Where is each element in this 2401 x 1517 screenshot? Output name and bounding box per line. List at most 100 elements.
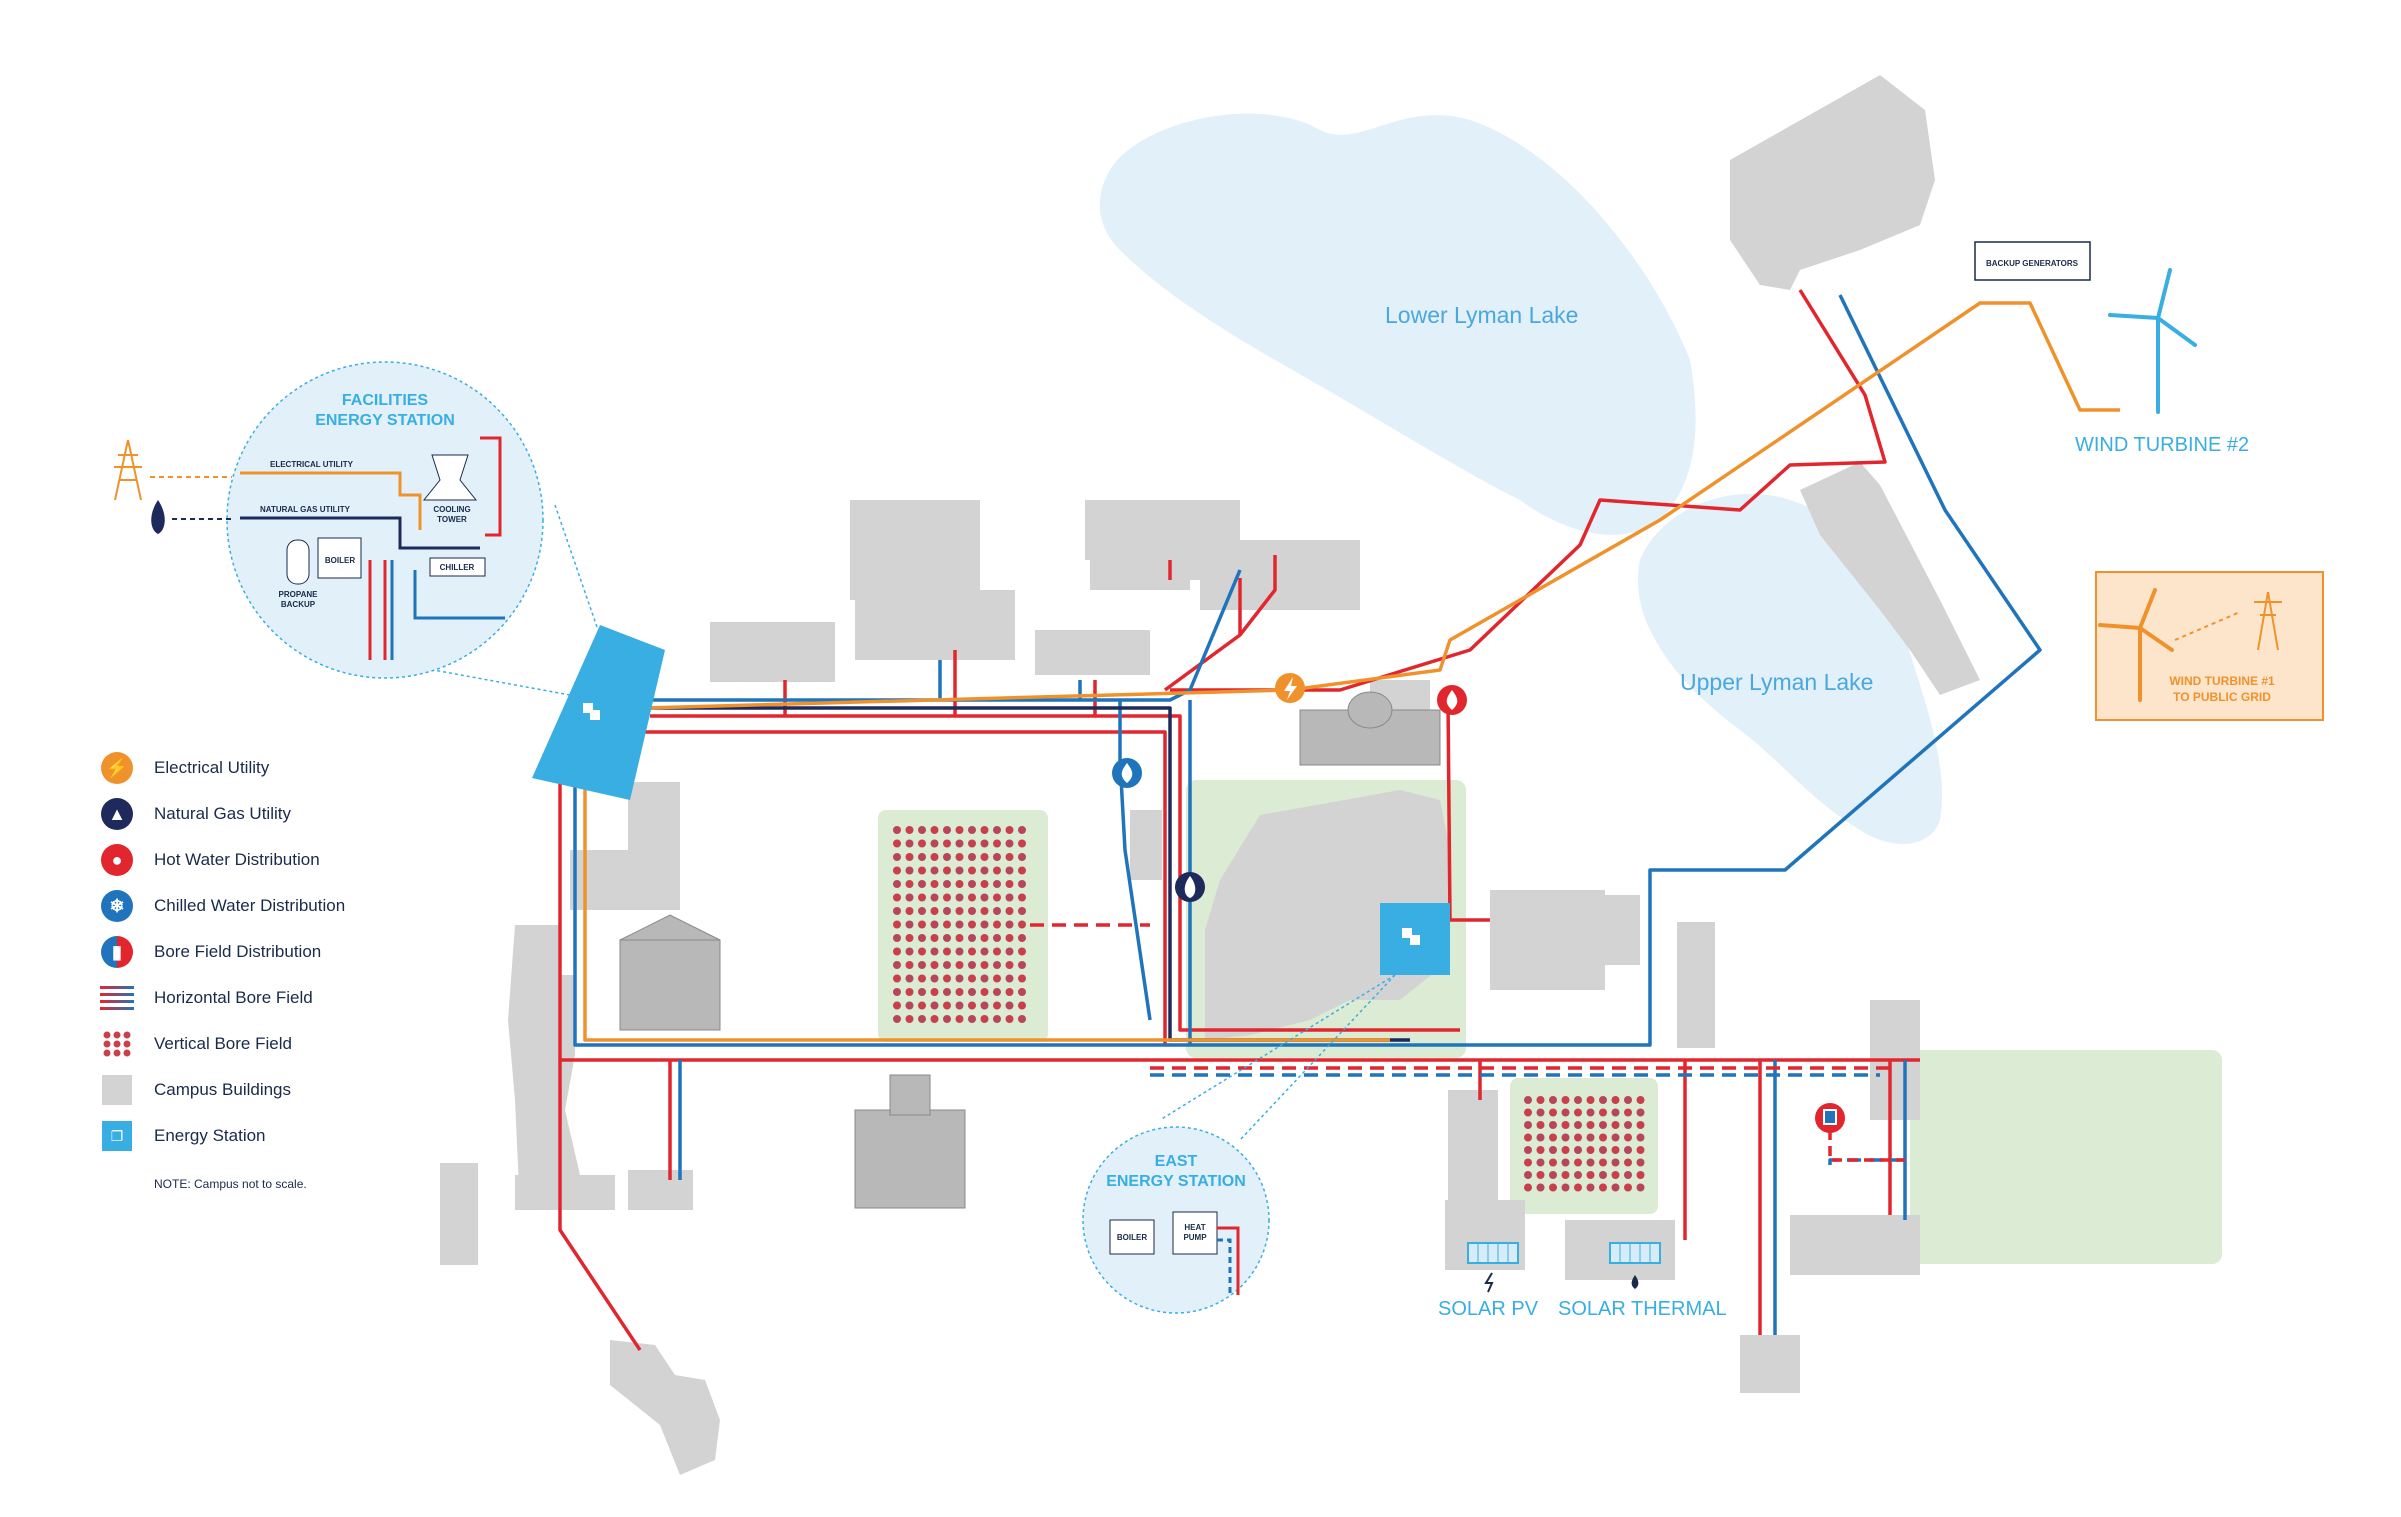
- bore-dot: [1005, 893, 1014, 902]
- bore-dot: [968, 893, 976, 902]
- legend-item-electrical: ⚡ Electrical Utility: [100, 745, 430, 791]
- bore-dot: [1636, 1183, 1645, 1192]
- bore-dot: [1018, 920, 1026, 929]
- facilities-energy-station: [532, 625, 665, 800]
- bore-dot: [1549, 1158, 1557, 1167]
- bore-dot: [1005, 907, 1014, 915]
- bore-dot: [905, 920, 914, 929]
- bore-dot: [1005, 934, 1014, 942]
- vertical-bore-dots-south: [1524, 1096, 1645, 1192]
- bore-dot: [1536, 1146, 1545, 1154]
- legend-label: Vertical Bore Field: [154, 1034, 292, 1053]
- legend-item-vertical-bore: Vertical Bore Field: [100, 1021, 430, 1067]
- upper-lake-label: Upper Lyman Lake: [1680, 669, 1873, 695]
- bore-dot: [1018, 1015, 1026, 1023]
- bore-dot: [893, 920, 901, 929]
- hot-water-line-north: [650, 714, 1460, 1032]
- bore-dot: [1018, 1001, 1026, 1010]
- bore-dot: [1636, 1133, 1645, 1142]
- legend-item-hot-water: ● Hot Water Distribution: [100, 837, 430, 883]
- legend-label: Chilled Water Distribution: [154, 896, 346, 915]
- wind-turbine-2-icon: [2108, 268, 2197, 414]
- bore-dot: [980, 839, 989, 848]
- bore-dot: [905, 934, 914, 942]
- bore-dot: [955, 1001, 964, 1010]
- hot-water-icon: ●: [101, 844, 133, 876]
- bore-dot: [1586, 1146, 1595, 1154]
- bore-dot: [1574, 1171, 1582, 1179]
- bore-dot: [993, 1001, 1001, 1010]
- bore-dot: [918, 880, 926, 888]
- bore-dot: [1611, 1121, 1620, 1129]
- bore-dot: [918, 853, 926, 861]
- horizontal-bore-lines: [1932, 1070, 2198, 1249]
- bore-dot: [1536, 1158, 1545, 1167]
- bore-dot: [1018, 961, 1026, 969]
- bore-dot: [968, 947, 976, 956]
- bore-dot: [955, 920, 964, 929]
- bore-dot: [918, 947, 926, 956]
- bore-dot: [968, 839, 976, 848]
- bore-dot: [1524, 1108, 1532, 1117]
- bore-dot: [993, 907, 1001, 915]
- bore-dot: [968, 853, 976, 861]
- bore-dot: [1611, 1096, 1620, 1104]
- bore-dot: [955, 866, 964, 875]
- bore-dot: [1586, 1133, 1595, 1142]
- bore-dot: [1561, 1133, 1570, 1142]
- lower-lake-label: Lower Lyman Lake: [1385, 302, 1578, 328]
- bore-dot: [993, 1015, 1001, 1023]
- bore-dot: [955, 839, 964, 848]
- bore-dot: [943, 934, 951, 942]
- bore-dot: [943, 907, 951, 915]
- bore-dot: [893, 866, 901, 875]
- legend-item-natural-gas: ▲ Natural Gas Utility: [100, 791, 430, 837]
- bore-dot: [1624, 1096, 1632, 1104]
- flame-icon: ▲: [101, 798, 133, 830]
- bore-dot: [980, 853, 989, 861]
- bore-dot: [893, 934, 901, 942]
- bore-dot: [893, 1015, 901, 1023]
- bore-dot: [1561, 1108, 1570, 1117]
- bore-field-distribution-link: [1828, 1130, 1905, 1162]
- bore-dot: [1018, 934, 1026, 942]
- bore-dot: [893, 880, 901, 888]
- east-callout: EAST ENERGY STATION BOILER HEAT PUMP: [1082, 974, 1396, 1314]
- bore-dot: [1586, 1171, 1595, 1179]
- bore-dot: [1599, 1108, 1607, 1117]
- propane-label-1: PROPANE: [279, 590, 319, 599]
- bore-dot: [943, 947, 951, 956]
- east-boiler-label: BOILER: [1117, 1233, 1147, 1242]
- bore-dot: [893, 974, 901, 983]
- bore-dot: [1005, 1001, 1014, 1010]
- bore-dot: [930, 893, 939, 902]
- bore-dot: [968, 920, 976, 929]
- bore-dot: [993, 853, 1001, 861]
- bore-dot: [980, 920, 989, 929]
- bore-dot: [1599, 1121, 1607, 1129]
- bore-dot: [905, 853, 914, 861]
- bore-dot: [955, 826, 964, 834]
- bore-dot: [893, 947, 901, 956]
- legend-label: Horizontal Bore Field: [154, 988, 313, 1007]
- legend-item-horizontal-bore: Horizontal Bore Field: [100, 975, 430, 1021]
- bore-dot: [1586, 1183, 1595, 1192]
- bore-dot: [980, 961, 989, 969]
- bore-dot: [1561, 1171, 1570, 1179]
- cooling-tower-label-2: TOWER: [437, 515, 467, 524]
- east-title-line1: EAST: [1155, 1153, 1198, 1170]
- building-square-icon: [102, 1075, 132, 1105]
- bore-dot: [955, 974, 964, 983]
- bore-dot: [1005, 839, 1014, 848]
- bore-dot: [955, 988, 964, 996]
- bore-dot: [930, 907, 939, 915]
- bore-field-distribution-west: [1030, 923, 1890, 1070]
- bore-dot: [955, 934, 964, 942]
- bore-dot: [968, 907, 976, 915]
- east-energy-station: [1380, 903, 1450, 975]
- bore-dot: [1536, 1183, 1545, 1192]
- bore-dot: [1599, 1183, 1607, 1192]
- backup-generators: BACKUP GENERATORS: [1974, 241, 2091, 281]
- bore-dot: [893, 988, 901, 996]
